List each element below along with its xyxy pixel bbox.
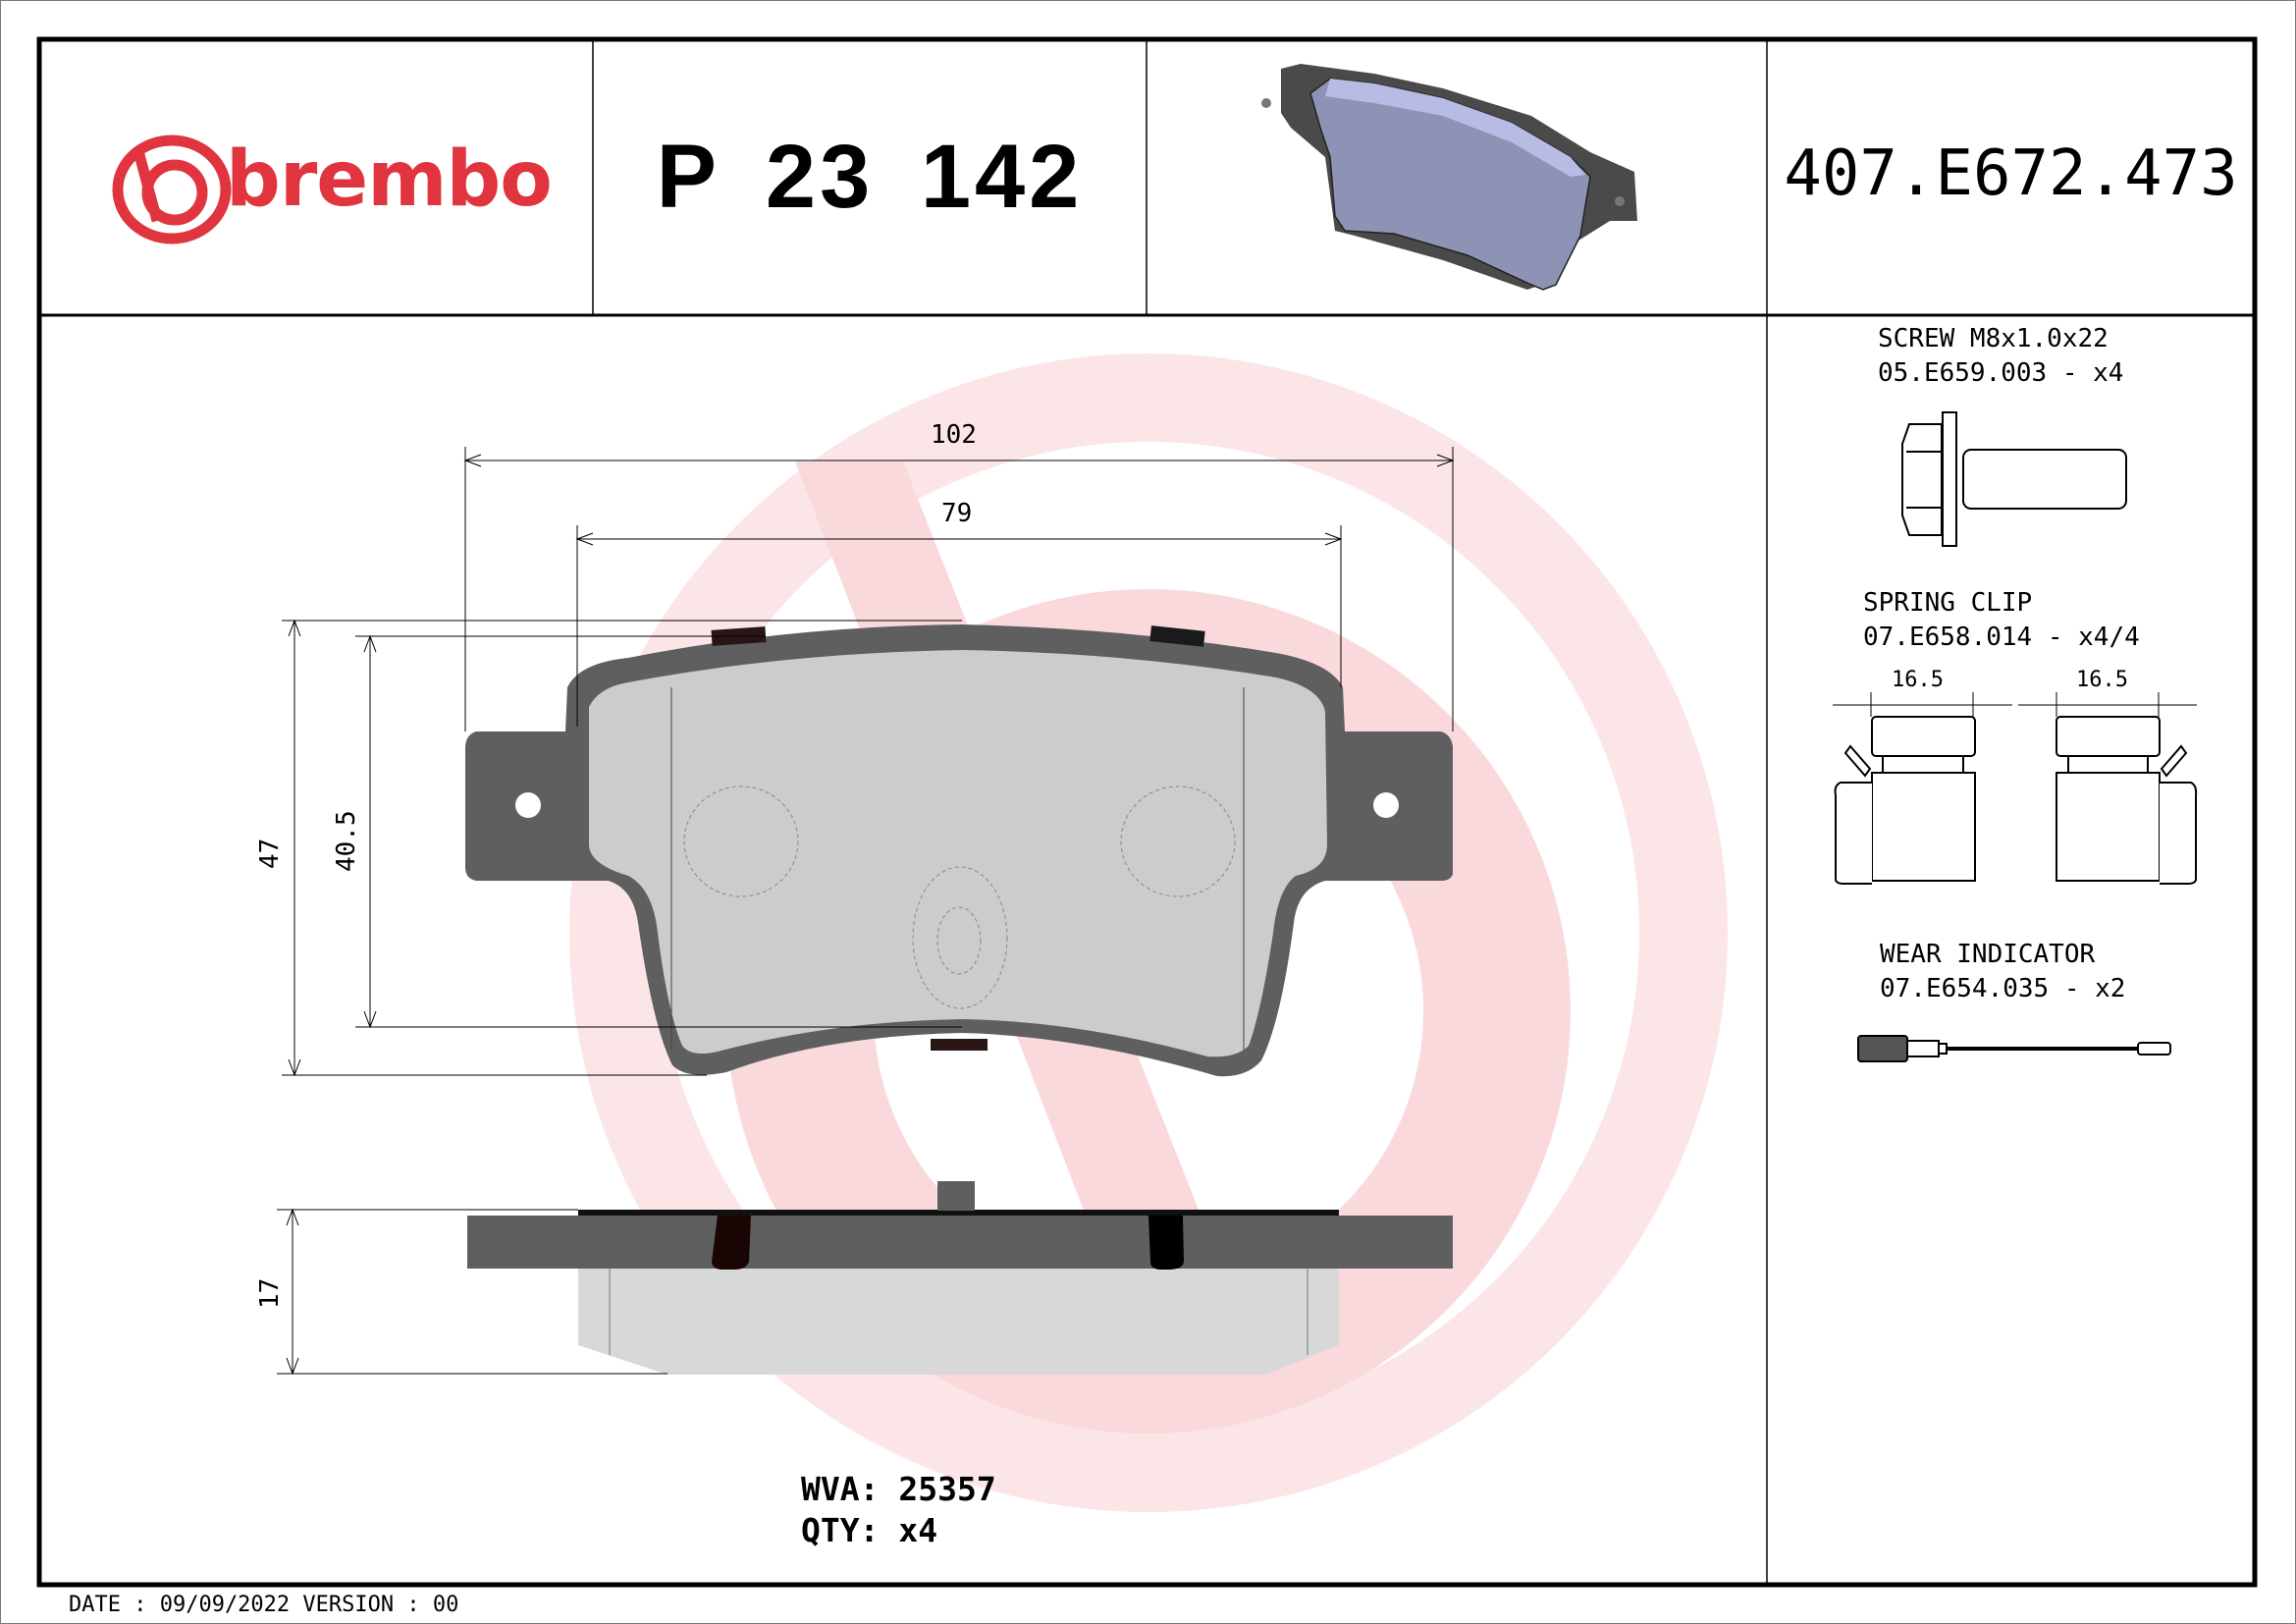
spring-clip-left [1834, 716, 1976, 885]
accessory-wear-indicator: WEAR INDICATOR 07.E654.035 - x2 [1880, 938, 2125, 1006]
brake-pad-side-view-icon [467, 1181, 1453, 1375]
wear-indicator-icon [1857, 1035, 2171, 1062]
accessory-code: 07.E658.014 - x4/4 [1863, 623, 2140, 652]
dim-friction-height: 40.5 [332, 810, 361, 872]
wva-value: 25357 [898, 1470, 996, 1508]
qty-label: QTY: [801, 1511, 880, 1549]
wva-qty-block: WVA: 25357 QTY: x4 [801, 1469, 996, 1551]
dim-thickness: 17 [255, 1277, 285, 1309]
brake-pad-3d-icon [1261, 64, 1637, 291]
dimension-lines-side [277, 1208, 667, 1376]
accessory-screw: SCREW M8x1.0x22 05.E659.003 - x4 [1878, 322, 2123, 391]
brand-logo: brembo [106, 130, 558, 247]
screw-icon [1901, 411, 2127, 547]
spring-clip-dimensions [1833, 692, 2197, 717]
qty-value: x4 [898, 1511, 938, 1549]
qty-row: QTY: x4 [801, 1510, 996, 1551]
accessory-spring-clip: SPRING CLIP 07.E658.014 - x4/4 [1863, 586, 2140, 655]
brake-pad-front-view-icon [465, 624, 1453, 1077]
accessory-code: 05.E659.003 - x4 [1878, 358, 2124, 388]
clip-dim-left: 16.5 [1892, 668, 1944, 692]
title-block-frame [36, 36, 2258, 1588]
clip-dim-right: 16.5 [2076, 668, 2128, 692]
dim-overall-width: 102 [931, 420, 977, 450]
dim-friction-width: 79 [941, 499, 973, 528]
spring-clip-right [2056, 716, 2198, 885]
dimension-lines-front [282, 447, 1455, 1077]
reference-number: 407.E672.473 [1784, 137, 2238, 210]
wva-row: WVA: 25357 [801, 1469, 996, 1510]
spring-clip-icon [1834, 716, 2198, 885]
part-number: P 23 142 [656, 127, 1084, 227]
accessory-name: SCREW M8x1.0x22 [1878, 324, 2109, 353]
footer-date-version: DATE : 09/09/2022 VERSION : 00 [69, 1593, 459, 1617]
brembo-logo-icon [112, 135, 232, 244]
dim-overall-height: 47 [255, 838, 285, 869]
accessory-name: SPRING CLIP [1863, 588, 2033, 618]
accessory-name: WEAR INDICATOR [1880, 940, 2096, 969]
brand-name: brembo [226, 135, 553, 224]
accessory-code: 07.E654.035 - x2 [1880, 974, 2126, 1003]
wva-label: WVA: [801, 1470, 880, 1508]
